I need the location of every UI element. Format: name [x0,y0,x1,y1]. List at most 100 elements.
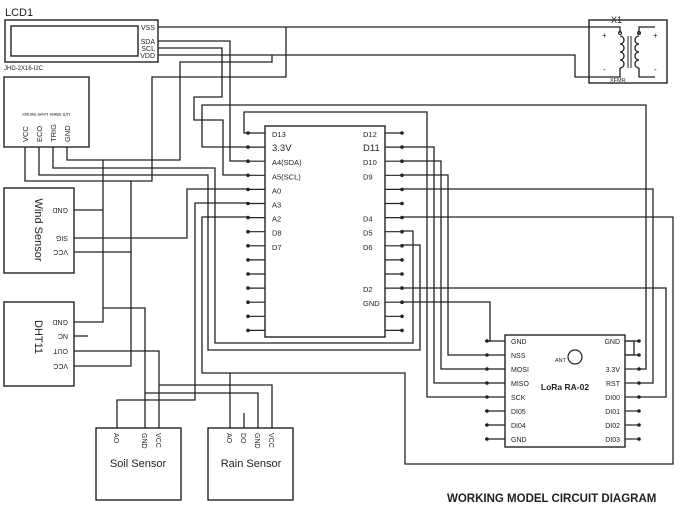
soil-sensor: AO GND VCC Soil Sensor [95,427,182,501]
pin-dot-icon [400,328,404,333]
wire [402,174,485,356]
pin-dot-icon [246,258,250,262]
transformer-primary-plus: + [602,31,607,40]
pin-dot-icon [246,300,250,305]
pin-dot-icon [400,187,404,192]
lora-left-pin-label: NSS [511,353,526,360]
lora-right-pin-label: RST [606,381,621,388]
wire [402,301,491,342]
wire [638,26,655,35]
wire [402,160,485,370]
pin-dot-icon [400,272,404,276]
polarity-dot-icon [637,31,641,35]
pin-dot-icon [485,339,489,343]
pin-dot-icon [246,272,250,276]
dht11-pin-gnd: GND [52,318,68,325]
lora-left-pin-label: MISO [511,381,529,388]
mcu-right-pin-label: D4 [363,215,373,224]
mcu-right-pin-label: GND [363,299,380,308]
microcontroller: D133.3VA4(SDA)A5(SCL)A0A3A2D8D7D12D11D10… [246,125,404,338]
lora-right-pin-label: DI00 [605,395,620,402]
wire [74,181,132,367]
pin-dot-icon [400,145,404,149]
lcd-pin-vss: VSS [141,25,155,32]
pin-dot-icon [400,258,404,262]
dht11-sensor: DHT11 GND NC OUT VCC [3,301,75,387]
mcu-left-pin-label: A4(SDA) [272,158,302,167]
pin-dot-icon [637,353,641,357]
wire [402,188,654,384]
ultrasonic-pin-gnd: GND [63,125,72,142]
ultrasonic-pin-vcc: VCC [21,126,30,142]
diagram-title: WORKING MODEL CIRCUIT DIAGRAM [447,493,656,505]
mcu-right-pin-label: D12 [363,130,377,139]
wire [158,40,248,162]
mcu-left-pin-label: A5(SCL) [272,172,301,181]
pin-dot-icon [246,145,250,149]
lora-left-pin-label: DI05 [511,409,526,416]
wire [201,216,674,465]
lcd-pin-sda: SDA [141,39,156,46]
pin-dot-icon [246,187,250,192]
rain-pin-do: DO [239,433,246,444]
wind-pin-gnd: GND [52,206,68,213]
wire [116,202,248,428]
lora-left-pin-label: GND [511,339,527,346]
ultrasonic-body [3,76,90,148]
pin-dot-icon [246,159,250,163]
transformer-secondary-plus: + [653,31,658,40]
antenna-icon [567,349,583,365]
pin-dot-icon [485,409,489,413]
lora-right-pin-label: DI03 [605,437,620,444]
pin-dot-icon [400,229,404,234]
pin-dot-icon [400,244,404,248]
pin-dot-icon [246,131,250,135]
pin-dot-icon [485,395,489,399]
mcu-right-pin-label: D5 [363,229,373,238]
mcu-left-pin-label: D7 [272,243,282,252]
pin-dot-icon [637,367,641,371]
pin-dot-icon [246,328,250,333]
wire [24,27,287,182]
pin-dot-icon [637,339,641,343]
mcu-right-pin-label: D10 [363,158,377,167]
wire [625,340,635,356]
wires [24,26,674,465]
pin-dot-icon [400,173,404,178]
lcd-ref: LCD1 [5,7,33,19]
secondary-coil-icon [634,35,640,69]
pin-dot-icon [485,353,489,357]
pin-dot-icon [485,423,489,427]
wind-sensor-label: Wind Sensor [32,199,44,262]
lora-module: ANT LoRa RA-02 GNDNSSMOSIMISOSCKDI05DI04… [485,334,641,448]
pin-dot-icon [400,286,404,290]
ultrasonic-pin-eco: ECO [35,126,44,142]
dht11-pin-nc: NC [58,332,68,339]
ultrasonic-sensor: U/S Water Level Sensor VCC ECO TRIG GND [3,76,90,148]
transformer: X1 + - + - XFMR [588,15,668,84]
pin-dot-icon [637,423,641,427]
microcontroller-body [264,125,386,338]
lora-right-pin-label: DI02 [605,423,620,430]
pin-dot-icon [400,314,404,319]
lcd-screen [10,25,139,57]
lora-right-pin-label: GND [604,339,620,346]
lora-left-pin-label: SCK [511,395,526,402]
lora-left-pin-label: GND [511,437,527,444]
pin-dot-icon [246,229,250,234]
ultrasonic-pin-trig: TRIG [49,124,58,142]
wire [159,384,273,428]
transformer-primary-minus: - [603,65,606,74]
mcu-left-pin-label: D8 [272,229,282,238]
wire [201,104,647,370]
pin-dot-icon [485,381,489,385]
wire [52,147,414,344]
polarity-dot-icon [618,31,622,35]
rain-pin-gnd: GND [253,433,260,449]
wire [66,55,273,161]
mcu-left-pin-label: A0 [272,186,281,195]
pin-dot-icon [246,244,250,248]
wire [74,160,104,323]
